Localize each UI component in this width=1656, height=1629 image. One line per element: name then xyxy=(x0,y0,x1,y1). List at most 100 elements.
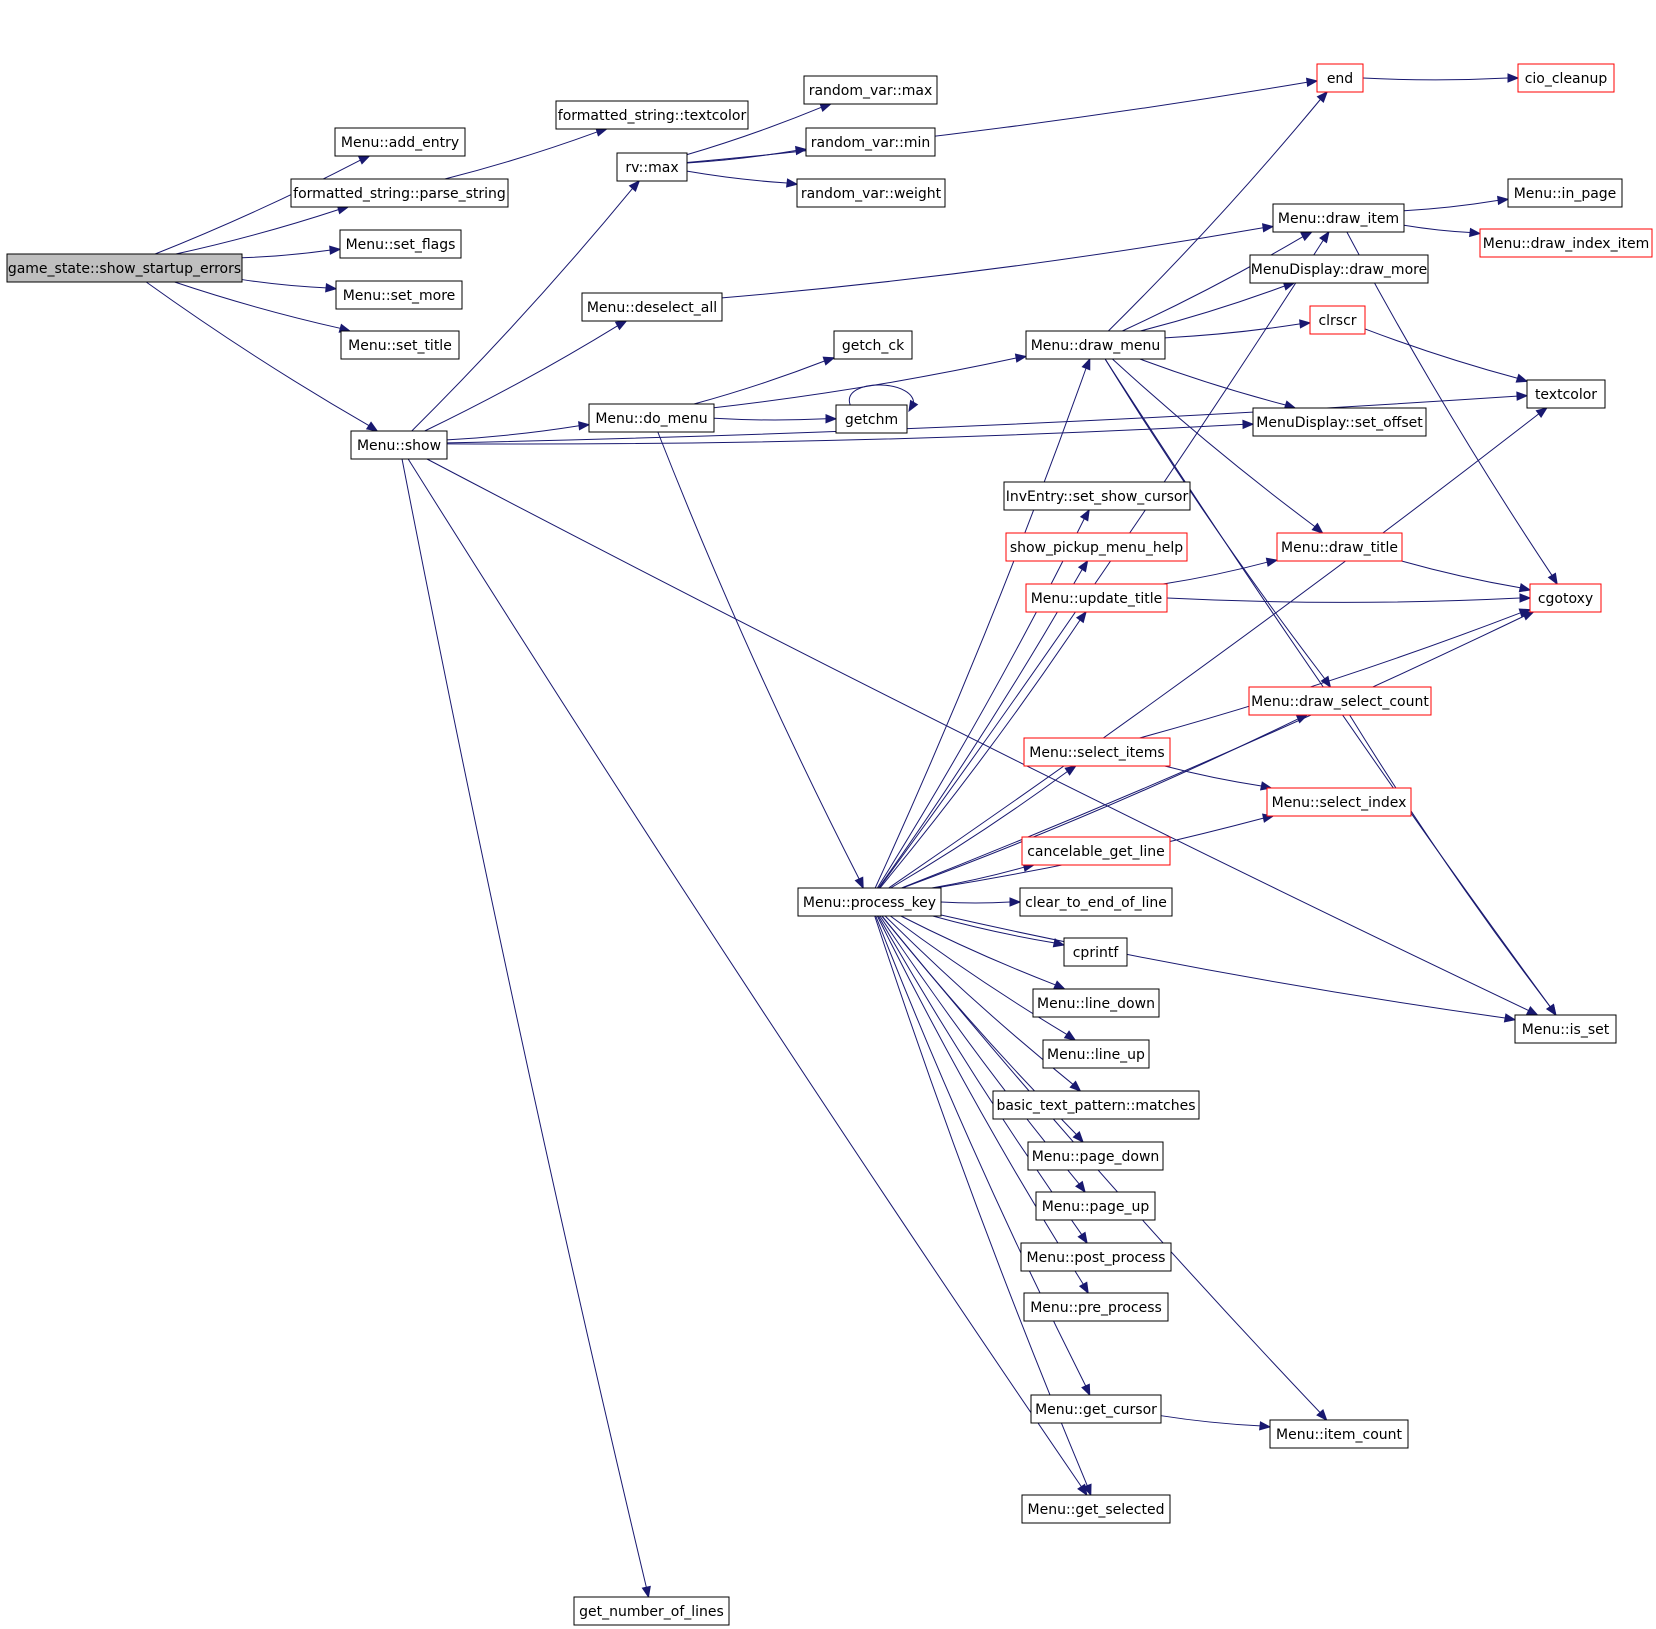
edge-arrowhead xyxy=(1518,583,1532,593)
node-cgotoxy[interactable]: cgotoxy xyxy=(1529,583,1602,613)
node-show[interactable]: Menu::show xyxy=(350,430,448,460)
node-getchm[interactable]: getchm xyxy=(835,404,908,434)
node-show-pickup-menu-help[interactable]: show_pickup_menu_help xyxy=(1005,532,1188,562)
node-line-down[interactable]: Menu::line_down xyxy=(1032,988,1160,1018)
node-do-menu[interactable]: Menu::do_menu xyxy=(588,403,715,433)
node-box xyxy=(1021,1494,1171,1524)
node-label: cancelable_get_line xyxy=(1027,844,1165,860)
node-box xyxy=(616,152,688,182)
node-cprintf[interactable]: cprintf xyxy=(1063,937,1128,967)
call-edge-show-to-deselect-all xyxy=(424,320,628,432)
node-label: Menu::get_selected xyxy=(1028,1502,1165,1518)
node-textcolor[interactable]: textcolor xyxy=(1526,379,1606,409)
node-box xyxy=(803,75,938,105)
edge-line xyxy=(1163,561,1268,585)
edge-layer xyxy=(145,73,1558,1599)
edge-line xyxy=(145,281,370,427)
node-parse-string[interactable]: formatted_string::parse_string xyxy=(290,178,509,208)
call-edge-getchm-to-getchm xyxy=(848,384,919,413)
node-pre-process[interactable]: Menu::pre_process xyxy=(1023,1292,1169,1322)
node-draw-item[interactable]: Menu::draw_item xyxy=(1272,203,1405,233)
node-fs-textcolor[interactable]: formatted_string::textcolor xyxy=(555,100,749,130)
node-set-offset[interactable]: MenuDisplay::set_offset xyxy=(1252,407,1427,437)
node-get-number-of-lines[interactable]: get_number_of_lines xyxy=(573,1596,730,1626)
node-cio-cleanup[interactable]: cio_cleanup xyxy=(1517,63,1615,93)
node-set-title[interactable]: Menu::set_title xyxy=(340,330,460,360)
edge-line xyxy=(713,417,827,421)
edge-line xyxy=(1160,1415,1261,1427)
edge-arrowhead xyxy=(1064,765,1077,776)
node-box xyxy=(1249,254,1429,284)
node-cancelable-get-line[interactable]: cancelable_get_line xyxy=(1021,836,1171,866)
node-set-flags[interactable]: Menu::set_flags xyxy=(339,229,462,259)
node-in-page[interactable]: Menu::in_page xyxy=(1507,178,1623,208)
call-edge-show-to-get-number-of-lines xyxy=(401,458,651,1599)
node-clear-to-end-of-line[interactable]: clear_to_end_of_line xyxy=(1019,887,1173,917)
node-post-process[interactable]: Menu::post_process xyxy=(1020,1242,1172,1272)
node-add-entry[interactable]: Menu::add_entry xyxy=(334,127,466,157)
node-box xyxy=(1309,305,1366,335)
edge-line xyxy=(932,915,1055,944)
node-process-key[interactable]: Menu::process_key xyxy=(797,887,942,917)
node-end[interactable]: end xyxy=(1316,63,1364,93)
edge-arrowhead xyxy=(1503,1013,1517,1023)
edge-line xyxy=(1401,560,1521,589)
call-edge-process-key-to-line-down xyxy=(900,915,1066,990)
node-draw-title[interactable]: Menu::draw_title xyxy=(1276,532,1403,562)
node-draw-menu[interactable]: Menu::draw_menu xyxy=(1025,330,1166,360)
node-box xyxy=(1030,1394,1162,1424)
node-get-selected[interactable]: Menu::get_selected xyxy=(1021,1494,1171,1524)
node-draw-index-item[interactable]: Menu::draw_index_item xyxy=(1479,228,1653,258)
node-set-more[interactable]: Menu::set_more xyxy=(335,280,463,310)
edge-line xyxy=(657,431,860,880)
node-line-up[interactable]: Menu::line_up xyxy=(1042,1039,1150,1069)
node-page-up[interactable]: Menu::page_up xyxy=(1035,1191,1156,1221)
edge-arrowhead xyxy=(1082,1483,1092,1497)
node-box xyxy=(335,280,463,310)
node-page-down[interactable]: Menu::page_down xyxy=(1027,1141,1164,1171)
node-getch-ck[interactable]: getch_ck xyxy=(833,330,913,360)
call-edge-draw-select-count-to-is-set xyxy=(1349,714,1557,1017)
node-box xyxy=(290,178,509,208)
edge-line xyxy=(713,357,1017,409)
node-is-set[interactable]: Menu::is_set xyxy=(1514,1014,1617,1044)
node-select-index[interactable]: Menu::select_index xyxy=(1266,787,1412,817)
node-rv-max[interactable]: rv::max xyxy=(616,152,688,182)
node-update-title[interactable]: Menu::update_title xyxy=(1025,583,1168,613)
node-random-var-weight[interactable]: random_var::weight xyxy=(796,178,946,208)
node-box xyxy=(1003,481,1191,511)
call-edge-process-key-to-set-show-cursor xyxy=(876,508,1090,889)
call-edge-process-key-to-get-cursor xyxy=(875,915,1091,1397)
call-edge-parse-string-to-fs-textcolor xyxy=(444,127,608,180)
node-box xyxy=(1514,1014,1617,1044)
call-edge-process-key-to-cancelable-get-line xyxy=(931,862,1036,889)
node-deselect-all[interactable]: Menu::deselect_all xyxy=(581,292,723,322)
node-draw-more[interactable]: MenuDisplay::draw_more xyxy=(1249,254,1429,284)
node-draw-select-count[interactable]: Menu::draw_select_count xyxy=(1248,686,1432,716)
node-random-var-max[interactable]: random_var::max xyxy=(803,75,938,105)
edge-line xyxy=(721,227,1264,299)
edge-line xyxy=(878,569,1083,889)
call-edge-show-to-is-set xyxy=(426,458,1539,1016)
call-edge-process-key-to-select-items xyxy=(890,765,1077,889)
node-label: show_pickup_menu_help xyxy=(1010,540,1183,556)
node-set-show-cursor[interactable]: InvEntry::set_show_cursor xyxy=(1003,481,1191,511)
edge-arrowhead xyxy=(1526,1006,1539,1016)
node-label: cio_cleanup xyxy=(1525,71,1608,87)
node-matches[interactable]: basic_text_pattern::matches xyxy=(992,1090,1200,1120)
node-label: Menu::page_up xyxy=(1042,1199,1150,1215)
edge-arrowhead xyxy=(1547,572,1558,586)
edge-line xyxy=(1346,231,1553,576)
node-get-cursor[interactable]: Menu::get_cursor xyxy=(1030,1394,1162,1424)
call-edge-update-title-to-draw-title xyxy=(1163,557,1279,585)
call-edge-process-key-to-update-title xyxy=(879,610,1087,889)
node-item-count[interactable]: Menu::item_count xyxy=(1269,1419,1409,1449)
node-random-var-min[interactable]: random_var::min xyxy=(805,127,936,157)
edge-line xyxy=(902,718,1299,889)
node-select-items[interactable]: Menu::select_items xyxy=(1023,737,1171,767)
node-clrscr[interactable]: clrscr xyxy=(1309,305,1366,335)
node-show-startup-errors[interactable]: game_state::show_startup_errors xyxy=(6,253,243,283)
edge-arrowhead xyxy=(1521,611,1535,621)
edge-line xyxy=(876,518,1085,889)
